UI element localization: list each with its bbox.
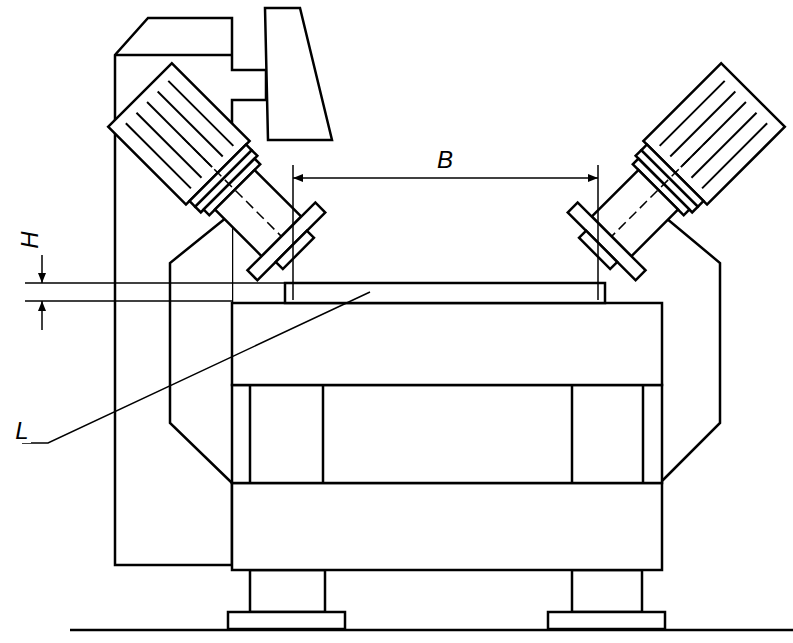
dimension-label: B bbox=[435, 148, 455, 172]
dimension-lines bbox=[22, 165, 598, 443]
dimension-label: L bbox=[13, 419, 30, 443]
dimension-label: H bbox=[18, 229, 42, 250]
machine-frame bbox=[70, 8, 793, 630]
